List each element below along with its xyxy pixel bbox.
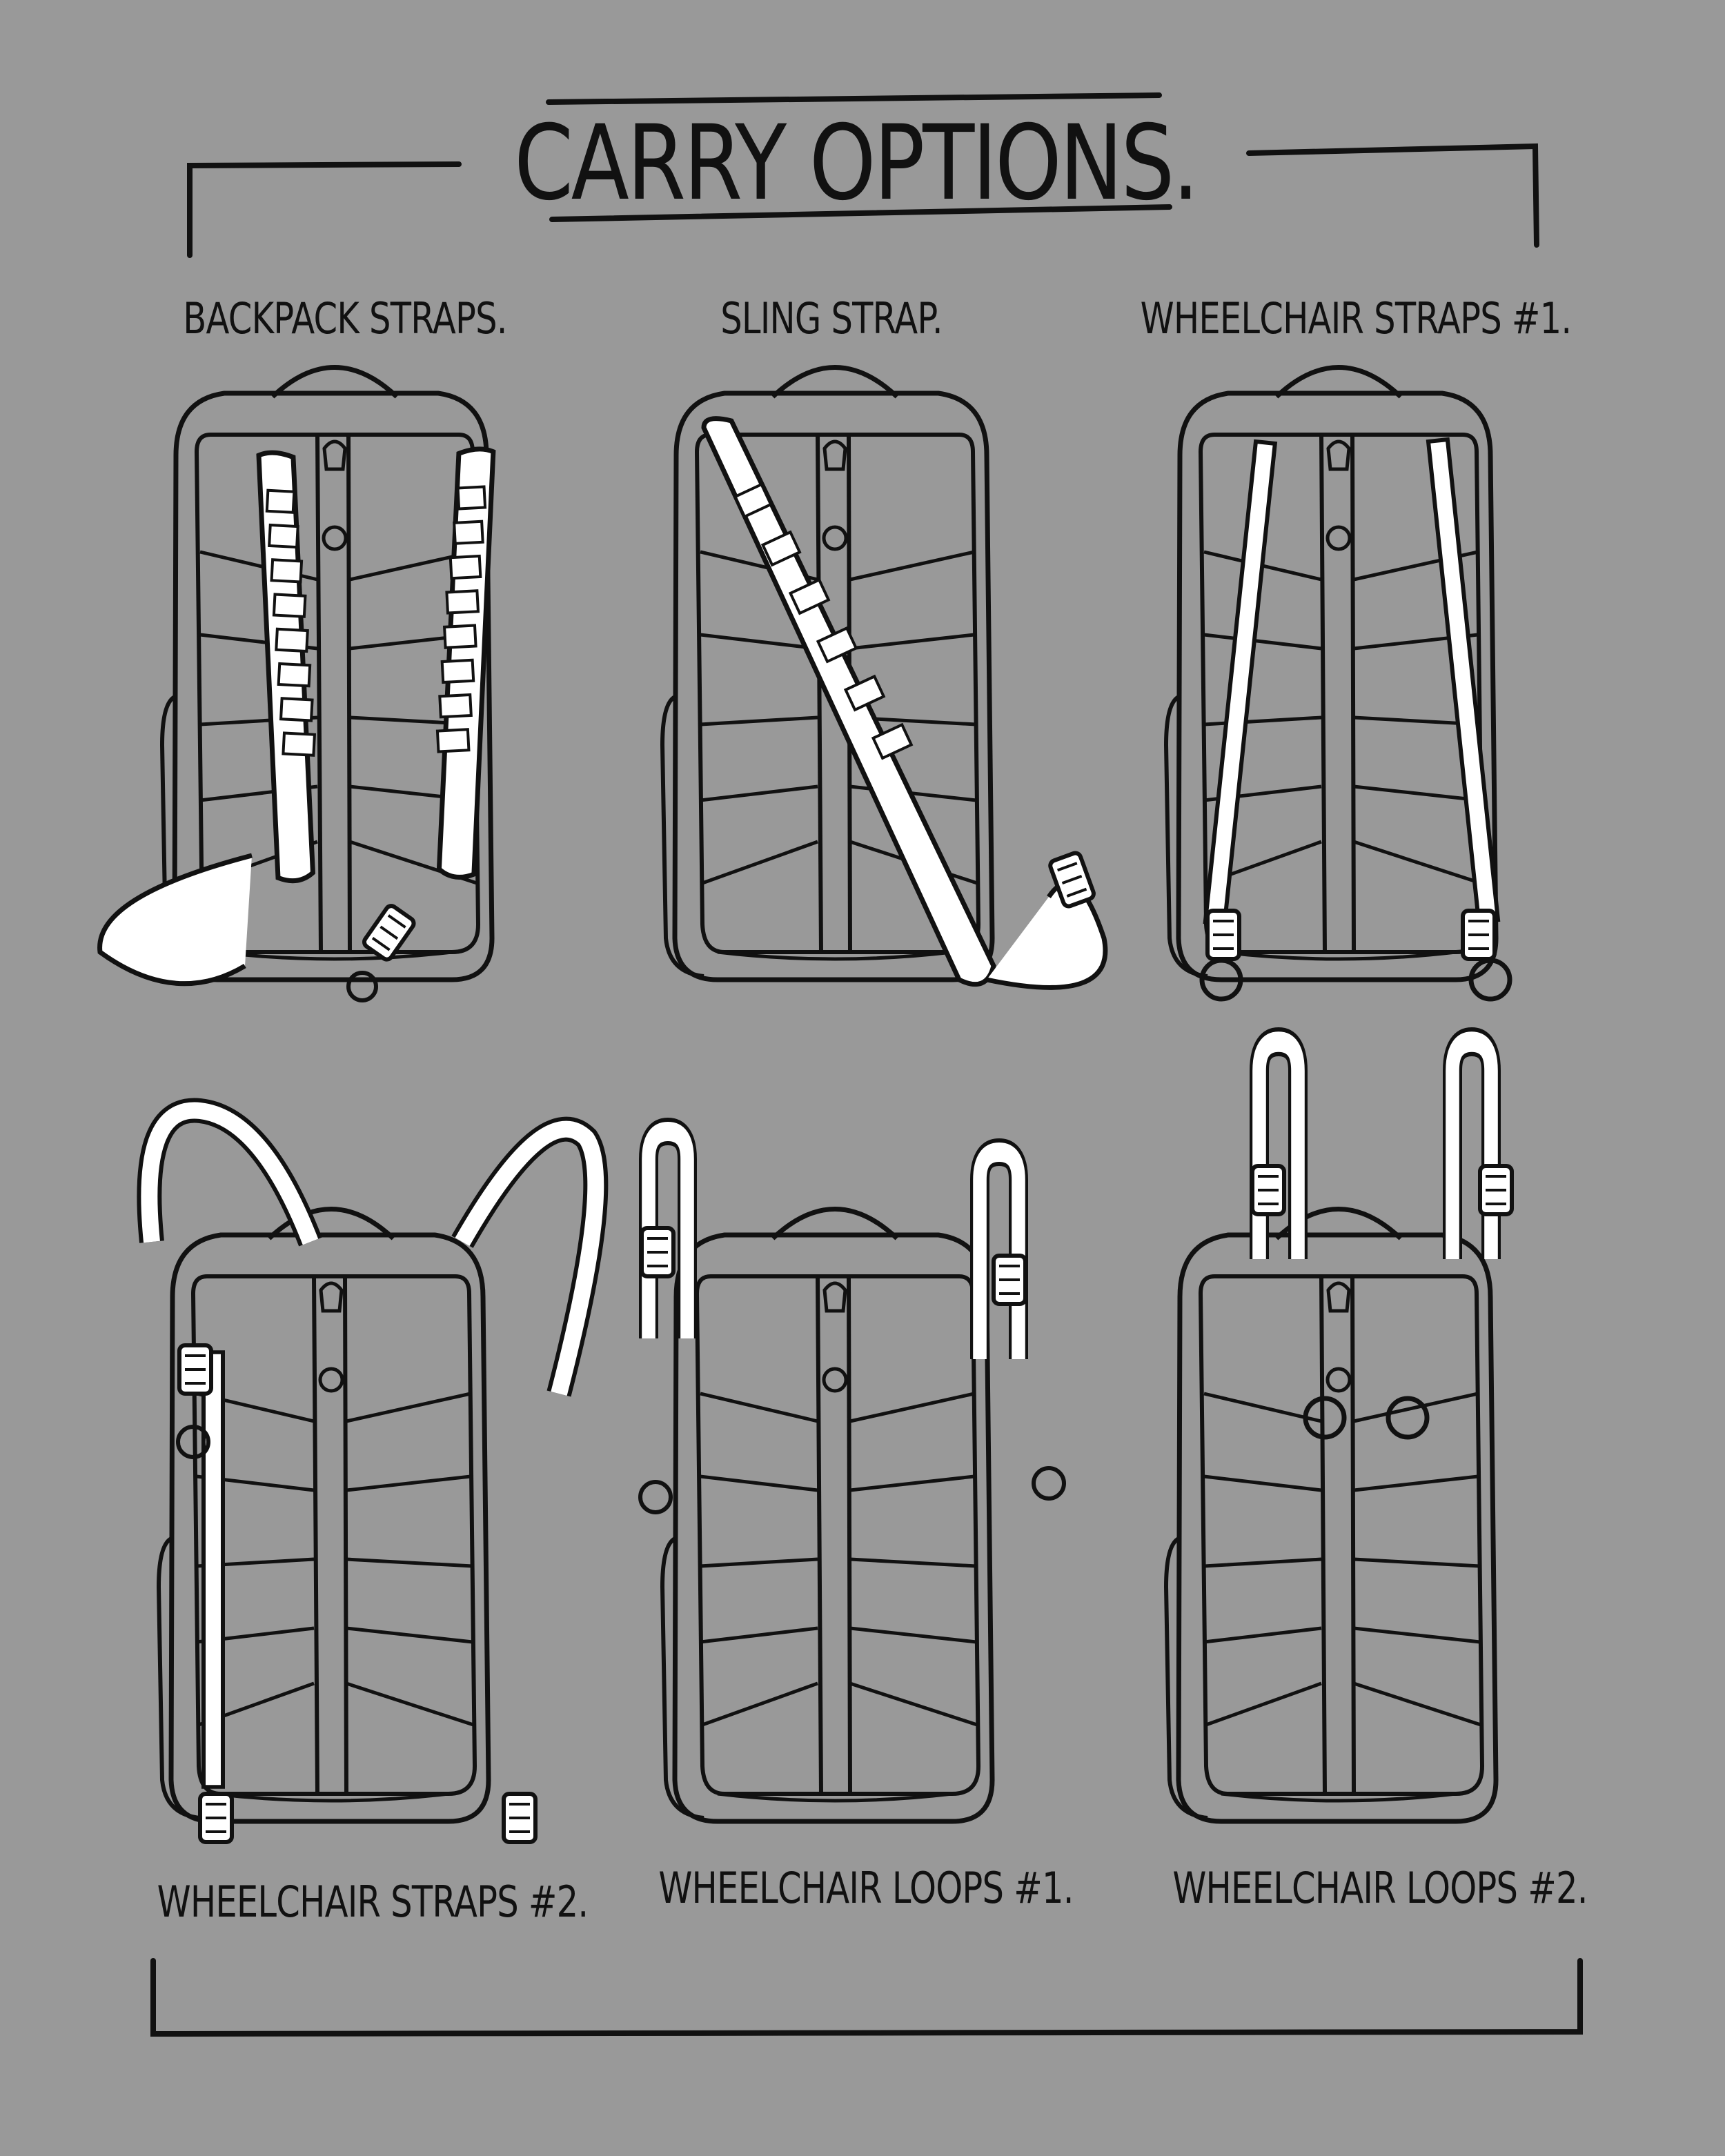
bottom-bracket (150, 1958, 1583, 2037)
pack-wheelchair-straps-1 (1166, 368, 1512, 1002)
frame-lines (150, 92, 1583, 2037)
title-underline (549, 204, 1172, 222)
top-right-bracket (1246, 143, 1539, 248)
pack-backpack-straps (97, 368, 515, 1002)
top-left-bracket (187, 161, 462, 258)
pack-wheelchair-loops-2 (1166, 1042, 1512, 1821)
label-backpack-straps: BACKPACK STRAPS. (183, 293, 507, 344)
label-wheelchair-loops-1: WHEELCHAIR LOOPS #1. (658, 1863, 1074, 1913)
pack-sling-strap (662, 368, 1108, 990)
pack-wheelchair-straps-2 (137, 1098, 609, 1842)
page-title: CARRY OPTIONS. (514, 103, 1199, 224)
label-wheelchair-straps-2: WHEELCHAIR STRAPS #2. (157, 1877, 589, 1927)
label-wheelchair-straps-1: WHEELCHAIR STRAPS #1. (1140, 293, 1573, 344)
title-overline (546, 92, 1162, 105)
label-wheelchair-loops-2: WHEELCHAIR LOOPS #2. (1172, 1863, 1588, 1913)
pack-wheelchair-loops-1 (640, 1131, 1066, 1821)
label-sling-strap: SLING STRAP. (720, 293, 943, 344)
